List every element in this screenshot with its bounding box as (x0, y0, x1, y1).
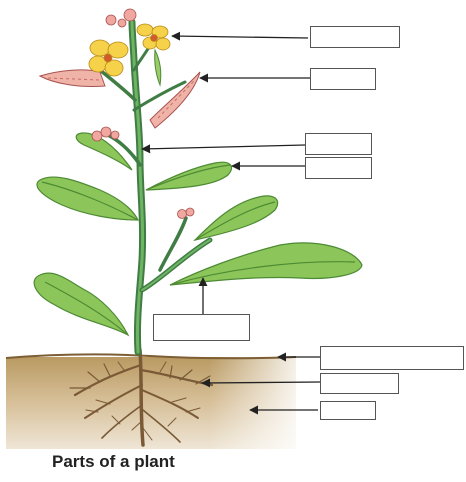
bud-right (178, 208, 195, 219)
diagram-caption: Parts of a plant (52, 452, 175, 472)
label-box-root-hairs[interactable] (320, 401, 376, 420)
arrow-node (142, 145, 305, 149)
label-box-node[interactable] (305, 133, 372, 155)
label-box-flower[interactable] (310, 26, 400, 48)
label-box-stem[interactable] (153, 314, 250, 341)
soil (6, 354, 296, 449)
buds-left (92, 127, 119, 141)
flower-right (137, 24, 170, 50)
flower-left (89, 40, 128, 76)
label-box-primary-root[interactable] (320, 373, 399, 394)
label-box-ground[interactable] (320, 346, 464, 370)
label-box-leaf[interactable] (305, 157, 372, 179)
arrow-flower (172, 36, 308, 38)
label-box-fruit[interactable] (310, 68, 376, 90)
